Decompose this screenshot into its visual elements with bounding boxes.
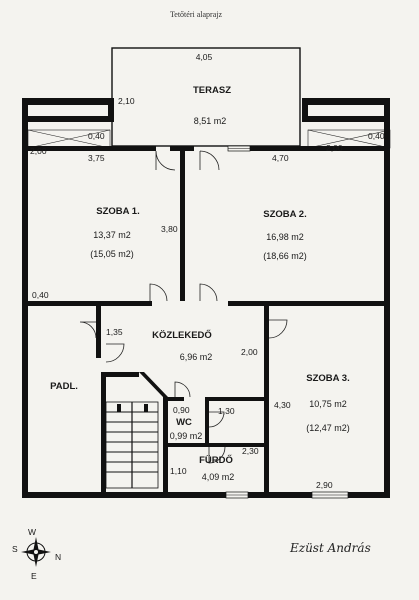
dim-szoba3-depth: 4,30 <box>274 400 291 410</box>
wc-area: 0,99 m2 <box>170 431 203 441</box>
szoba3-area: 10,75 m2 <box>309 399 347 409</box>
terrace-outline <box>111 47 301 147</box>
dim-right-balcony-depth: 2,00 <box>326 143 343 153</box>
dim-furdo-lower: 1,10 <box>170 466 187 476</box>
dim-kozlekedo-width: 1,35 <box>106 327 123 337</box>
szoba2-area-gross: (18,66 m2) <box>263 251 307 261</box>
kozlekedo-area: 6,96 m2 <box>180 352 213 362</box>
terrace-area: 8,51 m2 <box>194 116 227 126</box>
dim-furdo-width: 1,30 <box>218 406 235 416</box>
compass-n: N <box>55 552 61 562</box>
szoba2-area: 16,98 m2 <box>266 232 304 242</box>
szoba1-area-gross: (15,05 m2) <box>90 249 134 259</box>
exterior-walls <box>22 98 390 498</box>
dim-szoba3-width: 2,90 <box>316 480 333 490</box>
signature: Ezüst András <box>289 541 371 555</box>
szoba1-area: 13,37 m2 <box>93 230 131 240</box>
furdo-area: 4,09 m2 <box>202 472 235 482</box>
furdo-name: FÜRDŐ <box>199 454 233 466</box>
szoba3-area-gross: (12,47 m2) <box>306 423 350 433</box>
plan-title: Tetőtéri alaprajz <box>170 10 223 19</box>
compass-rose-icon <box>21 537 51 567</box>
compass-w: W <box>28 527 36 537</box>
compass-e: E <box>31 571 37 581</box>
dim-furdo-depth: 2,30 <box>242 446 259 456</box>
dim-szoba2-width: 4,70 <box>272 153 289 163</box>
kozlekedo-name: KÖZLEKEDŐ <box>152 329 212 341</box>
wc-name: WC <box>176 417 192 428</box>
dim-left-balcony-depth: 2,00 <box>30 146 47 156</box>
compass-s: S <box>12 544 18 554</box>
szoba1-name: SZOBA 1. <box>96 206 139 217</box>
dim-left-balcony: 0,40 <box>88 131 105 141</box>
dim-wc-width: 0,90 <box>173 405 190 415</box>
interior-walls <box>96 306 269 498</box>
dim-right-balcony: 0,40 <box>368 131 385 141</box>
dim-terrace-width: 4,05 <box>196 52 213 62</box>
staircase <box>105 401 159 489</box>
left-balcony <box>22 98 114 149</box>
dim-szoba1-width: 3,75 <box>88 153 105 163</box>
szoba2-name: SZOBA 2. <box>263 209 306 220</box>
windows <box>225 145 349 499</box>
dim-terrace-depth: 2,10 <box>118 96 135 106</box>
doors <box>79 150 288 464</box>
dim-kozlekedo-depth: 2,00 <box>241 347 258 357</box>
terrace-name: TERASZ <box>193 85 231 96</box>
dim-left-offset: 0,40 <box>32 290 49 300</box>
szoba3-name: SZOBA 3. <box>306 373 349 384</box>
padl-name: PADL. <box>50 381 78 392</box>
dim-partition-depth: 3,80 <box>161 224 178 234</box>
